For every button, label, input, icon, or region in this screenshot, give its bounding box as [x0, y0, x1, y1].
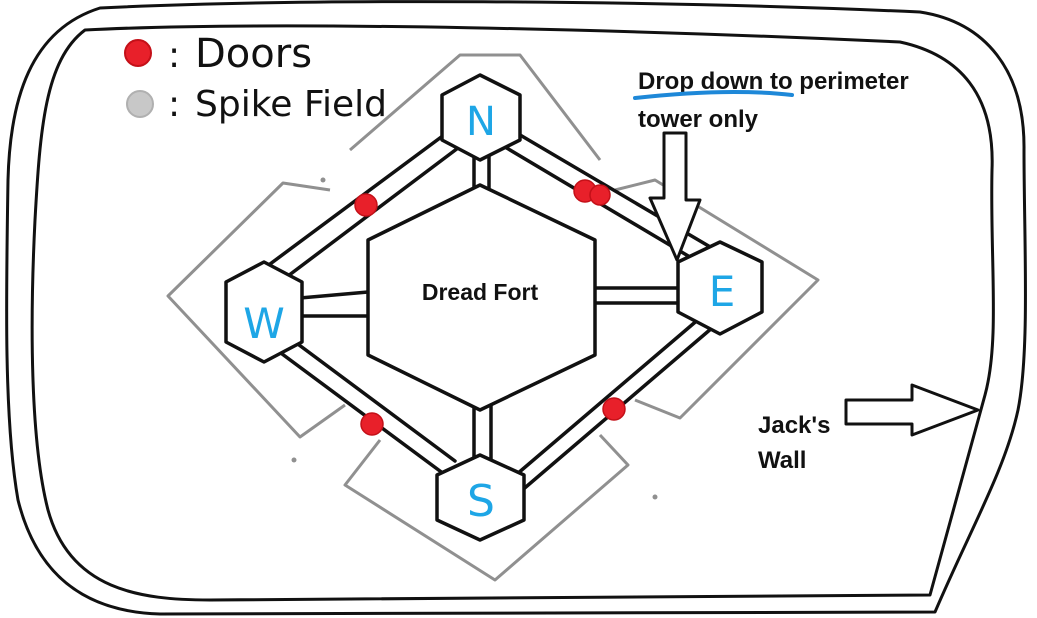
door-south-west — [360, 412, 384, 436]
drop-down-underline — [633, 90, 794, 100]
drop-down-annotation: Drop down to perimeter tower only — [633, 68, 909, 262]
wall-south-west-outer — [268, 343, 446, 476]
jacks-wall-arrow — [844, 383, 980, 437]
tower-south: S — [435, 453, 526, 542]
door-north-east-b — [589, 184, 611, 206]
legend: : Doors : Spike Field — [124, 31, 387, 125]
connector-west-a — [298, 290, 370, 300]
dread-fort: Dread Fort — [366, 183, 597, 412]
tower-west-hexagon — [224, 260, 304, 364]
wall-east-south-inner — [508, 316, 702, 482]
jacks-wall-line1: Jack's — [758, 412, 830, 439]
speck-3 — [652, 494, 658, 500]
perimeter-walls — [260, 130, 714, 494]
legend-door-swatch — [124, 39, 152, 67]
island-boundary-inner — [30, 24, 995, 602]
spike-field-south — [343, 433, 630, 582]
tower-east-letter: E — [709, 267, 736, 316]
island-boundary-outer — [5, 0, 1027, 616]
doors — [354, 179, 626, 436]
tower-east: E — [676, 240, 764, 336]
fort-connectors — [298, 153, 680, 462]
stray-specks — [291, 177, 658, 500]
door-south-east — [602, 397, 626, 421]
drop-down-text-line1: Drop down to perimeter — [638, 68, 909, 95]
dread-fort-hexagon — [366, 183, 597, 412]
tower-north-letter: N — [466, 99, 496, 145]
wall-south-west-inner — [281, 331, 457, 463]
tower-south-hexagon — [435, 453, 526, 542]
spike-field-north — [349, 53, 602, 161]
spike-field-west — [166, 181, 346, 439]
tower-west: W — [224, 260, 304, 364]
legend-spike-label: Spike Field — [195, 84, 387, 125]
drop-down-arrow — [648, 131, 702, 262]
speck-2 — [291, 457, 297, 463]
legend-doors-separator: : — [168, 35, 180, 76]
legend-spike-swatch — [126, 90, 154, 118]
spike-field-outlines — [166, 53, 820, 582]
drop-down-rest-text: to perimeter — [763, 68, 908, 95]
dread-fort-label: Dread Fort — [422, 279, 539, 305]
tower-west-letter: W — [243, 299, 285, 348]
spike-field-east — [614, 178, 820, 420]
legend-spike-field: : Spike Field — [126, 84, 387, 125]
tower-south-letter: S — [467, 476, 495, 527]
speck-1 — [320, 177, 326, 183]
legend-spike-separator: : — [168, 84, 180, 125]
drop-down-text-line2: tower only — [638, 106, 759, 133]
tower-north: N — [440, 73, 522, 162]
jacks-wall-annotation: Jack's Wall — [758, 383, 980, 474]
jacks-wall-line2: Wall — [758, 447, 806, 474]
legend-doors-label: Doors — [195, 31, 312, 77]
island-boundary — [5, 0, 1027, 616]
tower-east-hexagon — [676, 240, 764, 336]
door-north-west — [354, 193, 378, 217]
legend-doors: : Doors — [124, 31, 312, 77]
tower-north-hexagon — [440, 73, 522, 162]
